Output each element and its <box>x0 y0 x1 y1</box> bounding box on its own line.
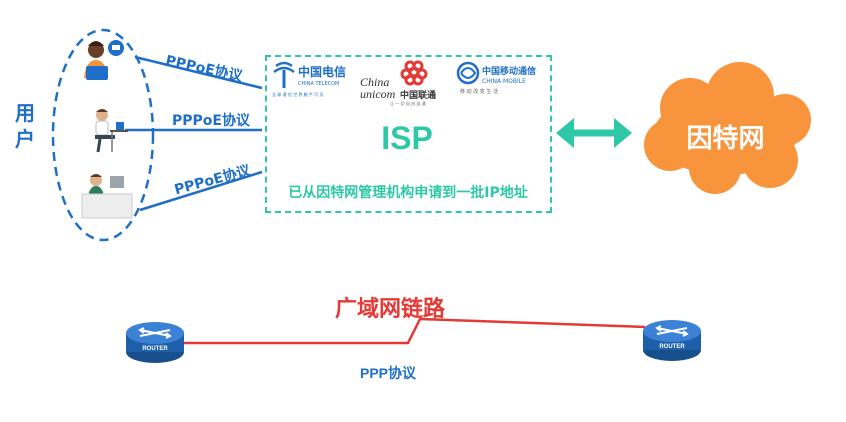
internet-label: 因特网 <box>686 124 765 154</box>
svg-text:ROUTER: ROUTER <box>142 346 168 352</box>
china-mobile-logo: 中国移动通信 CHINA MOBILE 移 动 改 变 生 活 <box>456 61 536 95</box>
telecom-cn-text: 中国电信 <box>298 64 346 79</box>
internet-cloud <box>644 62 811 194</box>
router-right-icon: ROUTER <box>643 320 701 361</box>
unicom-en1-text: China <box>360 75 389 89</box>
isp-box <box>265 55 552 213</box>
wan-link-label: 广域网链路 <box>335 297 446 322</box>
unicom-cn-text: 中国联通 <box>400 89 436 101</box>
isp-title: ISP <box>381 120 433 156</box>
unicom-en2-text: unicom <box>360 87 396 101</box>
china-telecom-logo: 中国电信 CHINA TELECOM 全 球 通 信 世 界 触 手 可 及 <box>272 61 346 97</box>
unicom-slogan-text: 让 一 切 自 由 连 通 <box>390 100 426 106</box>
telecom-slogan-text: 全 球 通 信 世 界 触 手 可 及 <box>272 91 323 97</box>
china-unicom-logo: China unicom 中国联通 让 一 切 自 由 连 通 <box>360 60 436 106</box>
pppoe-line-3 <box>139 170 263 212</box>
svg-text:ROUTER: ROUTER <box>659 344 685 350</box>
ppp-protocol-label: PPP协议 <box>360 365 417 381</box>
users-label: 用户 <box>15 101 35 151</box>
wan-link-line <box>183 317 646 345</box>
isp-logos: 中国电信 CHINA TELECOM 全 球 通 信 世 界 触 手 可 及 C… <box>272 60 536 106</box>
router-left-icon: ROUTER <box>126 322 184 363</box>
mobile-slogan-text: 移 动 改 变 生 活 <box>460 88 498 95</box>
user-group-ellipse <box>51 28 155 242</box>
mobile-cn-text: 中国移动通信 <box>482 65 536 77</box>
pppoe-line-1 <box>134 55 263 90</box>
user-desk-icon <box>95 109 128 153</box>
pppoe-label-2: PPPoE协议 <box>172 113 250 129</box>
user-counter-icon <box>81 174 133 219</box>
user-laptop-icon <box>84 40 124 80</box>
mobile-en-text: CHINA MOBILE <box>482 78 526 85</box>
isp-internet-arrow <box>556 118 632 148</box>
telecom-en-text: CHINA TELECOM <box>298 81 339 87</box>
isp-caption: 已从因特网管理机构申请到一批IP地址 <box>288 185 528 201</box>
